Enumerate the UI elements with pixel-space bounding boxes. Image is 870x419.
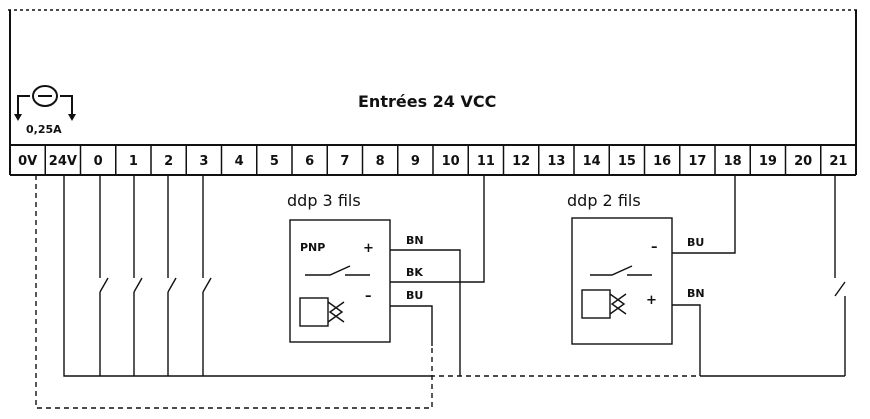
terminal-label: 13 bbox=[547, 154, 565, 169]
input-switches bbox=[99, 175, 212, 376]
terminal-label: 0V bbox=[18, 154, 37, 169]
sensor-2wire-wires bbox=[672, 175, 736, 376]
wire-label-bu: BU bbox=[406, 289, 423, 302]
sensor-3wire-wires bbox=[390, 175, 485, 376]
sensor-3wire-minus: – bbox=[365, 289, 372, 304]
terminal-label: 10 bbox=[442, 154, 460, 169]
wire-label-bn: BN bbox=[406, 234, 424, 247]
wire-label-bu: BU bbox=[687, 236, 704, 249]
terminal-label: 12 bbox=[512, 154, 530, 169]
terminal-label: 0 bbox=[94, 154, 103, 169]
terminal-label: 24V bbox=[49, 154, 77, 169]
terminal-label: 17 bbox=[688, 154, 706, 169]
sensor-3wire-type: PNP bbox=[300, 241, 325, 254]
switch-icon bbox=[305, 265, 370, 276]
sensor-2wire-title: ddp 2 fils bbox=[567, 191, 641, 210]
fuse-icon bbox=[14, 85, 76, 121]
sensor-3wire-title: ddp 3 fils bbox=[287, 191, 361, 210]
terminal-label: 9 bbox=[411, 154, 420, 169]
supply-wiring bbox=[35, 175, 845, 409]
terminal-label: 18 bbox=[724, 154, 742, 169]
module-title: Entrées 24 VCC bbox=[358, 92, 496, 111]
proximity-sensor-icon bbox=[299, 297, 345, 327]
terminal-label: 3 bbox=[199, 154, 208, 169]
terminal-label: 5 bbox=[270, 154, 279, 169]
input-21-switch bbox=[834, 175, 846, 376]
terminal-label: 19 bbox=[759, 154, 777, 169]
proximity-sensor-icon bbox=[581, 289, 627, 319]
terminal-label: 2 bbox=[164, 154, 173, 169]
switch-icon bbox=[590, 265, 652, 276]
terminal-label: 16 bbox=[653, 154, 671, 169]
fuse-rating: 0,25A bbox=[26, 123, 62, 136]
terminal-label: 20 bbox=[794, 154, 812, 169]
sensor-2wire-box bbox=[571, 217, 673, 345]
terminal-label: 14 bbox=[583, 154, 601, 169]
wire-label-bk: BK bbox=[406, 266, 423, 279]
terminal-label: 21 bbox=[829, 154, 847, 169]
terminal-label: 11 bbox=[477, 154, 495, 169]
terminal-label: 8 bbox=[376, 154, 385, 169]
sensor-2wire-plus: + bbox=[646, 293, 657, 308]
sensor-3wire-plus: + bbox=[363, 241, 374, 256]
terminal-label: 4 bbox=[235, 154, 244, 169]
terminal-label: 15 bbox=[618, 154, 636, 169]
sensor-2wire-minus: – bbox=[651, 240, 658, 255]
sensor-3wire-box bbox=[289, 219, 391, 343]
terminal-label: 1 bbox=[129, 154, 138, 169]
terminal-label: 6 bbox=[305, 154, 314, 169]
wire-label-bn: BN bbox=[687, 287, 705, 300]
terminal-label: 7 bbox=[340, 154, 349, 169]
